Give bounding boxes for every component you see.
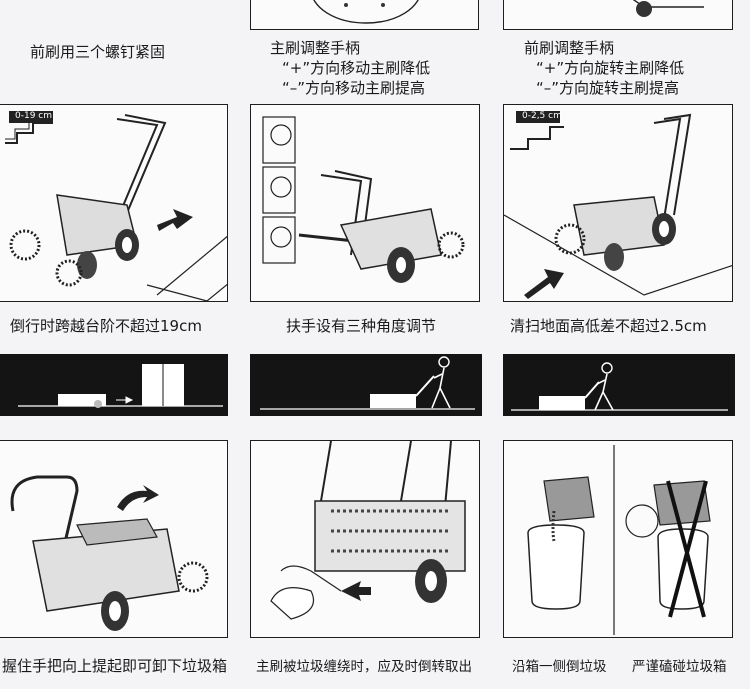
caption-line: “+”方向旋转主刷降低 (536, 59, 685, 77)
caption-line: “–”方向旋转主刷提高 (536, 79, 680, 97)
handle-angle-illustration (262, 116, 465, 283)
caption-line: “–”方向移动主刷提高 (282, 79, 426, 97)
illustration-panel-floor-height: 0-2,5 cm (503, 104, 733, 302)
caption-line: “+”方向移动主刷降低 (282, 59, 431, 77)
person-pushing-illustration (260, 356, 475, 410)
sweeper-door-illustration (18, 364, 223, 408)
caption-front-brush-screws: 前刷用三个螺钉紧固 (30, 43, 166, 61)
illustration-panel-remove-bin (0, 440, 228, 638)
caption-empty-side: 沿箱一侧倒垃圾 (512, 659, 607, 675)
illustration-panel-handle-angles (250, 104, 480, 302)
step-height-tag: 0-19 cm (15, 111, 53, 121)
caption-handle-angles: 扶手设有三种角度调节 (286, 317, 437, 335)
caption-main-brush-handle: 主刷调整手柄 “+”方向移动主刷降低 “–”方向移动主刷提高 (270, 38, 430, 98)
floor-diff-tag: 0-2,5 cm (522, 111, 562, 121)
illustration-panel-curb: 0-19 cm (0, 104, 228, 302)
caption-curb-limit: 倒行时跨越台阶不超过19cm (10, 317, 202, 335)
brush-adjust-illustration (313, 0, 419, 24)
remove-bin-illustration (10, 475, 209, 631)
caption-brush-tangle: 主刷被垃圾缠绕时，应及时倒转取出 (256, 659, 472, 675)
illustration-panel-empty-bin (503, 440, 733, 638)
illustration-panel-top-right (503, 0, 733, 30)
caption-front-brush-handle: 前刷调整手柄 “+”方向旋转主刷降低 “–”方向旋转主刷提高 (524, 38, 684, 98)
illustration-panel-brush-clean (250, 440, 480, 638)
caption-floor-limit: 清扫地面高低差不超过2.5cm (510, 317, 707, 335)
brush-tangle-illustration (270, 441, 466, 620)
sweeper-curb-illustration (5, 111, 227, 301)
dark-band-storage (0, 354, 228, 416)
illustration-panel-top-middle (250, 0, 479, 30)
dark-band-tilt (503, 354, 735, 416)
caption-line: 主刷调整手柄 (270, 39, 361, 57)
front-brush-illustration (632, 0, 704, 17)
person-tilting-illustration (511, 362, 728, 411)
empty-bin-illustration (527, 445, 711, 635)
caption-line: 前刷调整手柄 (524, 39, 615, 57)
caption-no-knock: 严谨磕碰垃圾箱 (632, 659, 727, 675)
sweeper-floor-step-illustration (504, 111, 732, 299)
dark-band-push (250, 354, 482, 416)
caption-remove-bin: 握住手把向上提起即可卸下垃圾箱 (2, 657, 228, 675)
